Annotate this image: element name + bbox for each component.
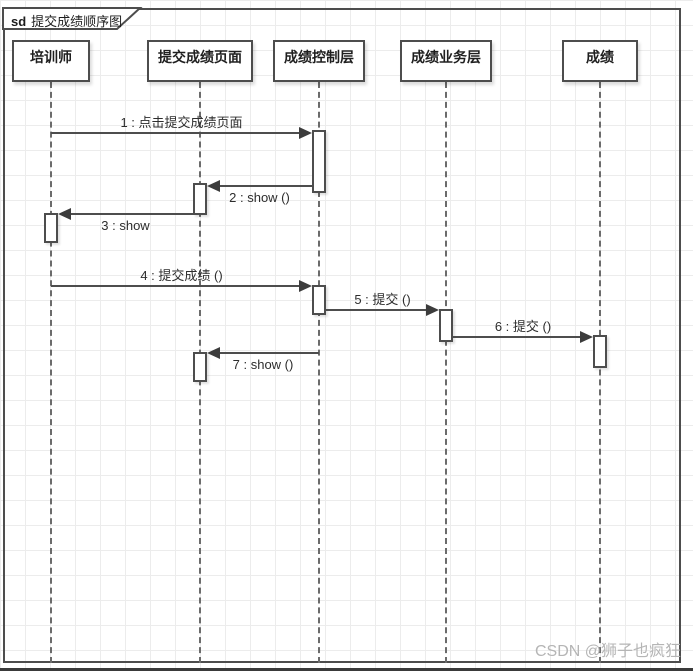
- lifeline-head-score: 成绩: [562, 40, 638, 82]
- lifeline-head-score-business-layer: 成绩业务层: [400, 40, 492, 82]
- lifeline-head-label: 培训师: [30, 49, 72, 65]
- activation-bar-1: [312, 130, 326, 193]
- lifeline-dash-trainer: [50, 82, 52, 663]
- lifeline-head-label: 提交成绩页面: [158, 49, 242, 65]
- message-1-arrowhead: [299, 127, 312, 139]
- message-6-label: 6 : 提交 (): [494, 319, 552, 334]
- message-2-label: 2 : show (): [229, 190, 290, 205]
- message-2-line: [218, 185, 312, 187]
- message-4-label: 4 : 提交成绩 (): [140, 268, 223, 283]
- frame-label-tab: [2, 7, 143, 30]
- message-6-arrowhead: [580, 331, 593, 343]
- message-7-arrowhead: [207, 347, 220, 359]
- message-4-line: [51, 285, 301, 287]
- lifeline-head-label: 成绩业务层: [411, 49, 481, 65]
- frame-title: sd 提交成绩顺序图: [11, 11, 122, 30]
- lifeline-dash-score-control-layer: [318, 82, 320, 663]
- activation-bar-6: [593, 335, 607, 368]
- message-3-arrowhead: [58, 208, 71, 220]
- message-2-arrowhead: [207, 180, 220, 192]
- sequence-frame-border: [3, 8, 681, 663]
- message-7-label: 7 : show (): [232, 357, 294, 372]
- message-3-label: 3 : show: [101, 218, 150, 233]
- message-1-label: 1 : 点击提交成绩页面: [120, 115, 243, 130]
- message-5-label: 5 : 提交 (): [354, 292, 411, 307]
- message-5-arrowhead: [426, 304, 439, 316]
- frame-title-text: 提交成绩顺序图: [31, 14, 123, 29]
- lifeline-head-score-control-layer: 成绩控制层: [273, 40, 365, 82]
- message-6-line: [453, 336, 582, 338]
- message-7-line: [218, 352, 319, 354]
- bottom-edge-line: [0, 668, 693, 671]
- frame-keyword: sd: [11, 14, 27, 29]
- lifeline-head-submit-score-page: 提交成绩页面: [147, 40, 253, 82]
- lifeline-head-label: 成绩: [586, 49, 614, 65]
- message-1-line: [51, 132, 301, 134]
- message-5-line: [326, 309, 428, 311]
- activation-bar-7: [193, 352, 207, 382]
- lifeline-dash-score: [599, 82, 601, 663]
- lifeline-head-trainer: 培训师: [12, 40, 90, 82]
- message-3-line: [69, 213, 193, 215]
- message-4-arrowhead: [299, 280, 312, 292]
- activation-bar-3: [44, 213, 58, 243]
- lifeline-head-label: 成绩控制层: [284, 49, 354, 65]
- activation-bar-2: [193, 183, 207, 215]
- csdn-watermark: CSDN @狮子也疯狂: [534, 643, 681, 660]
- activation-bar-4: [312, 285, 326, 315]
- lifeline-dash-score-business-layer: [445, 82, 447, 663]
- activation-bar-5: [439, 309, 453, 342]
